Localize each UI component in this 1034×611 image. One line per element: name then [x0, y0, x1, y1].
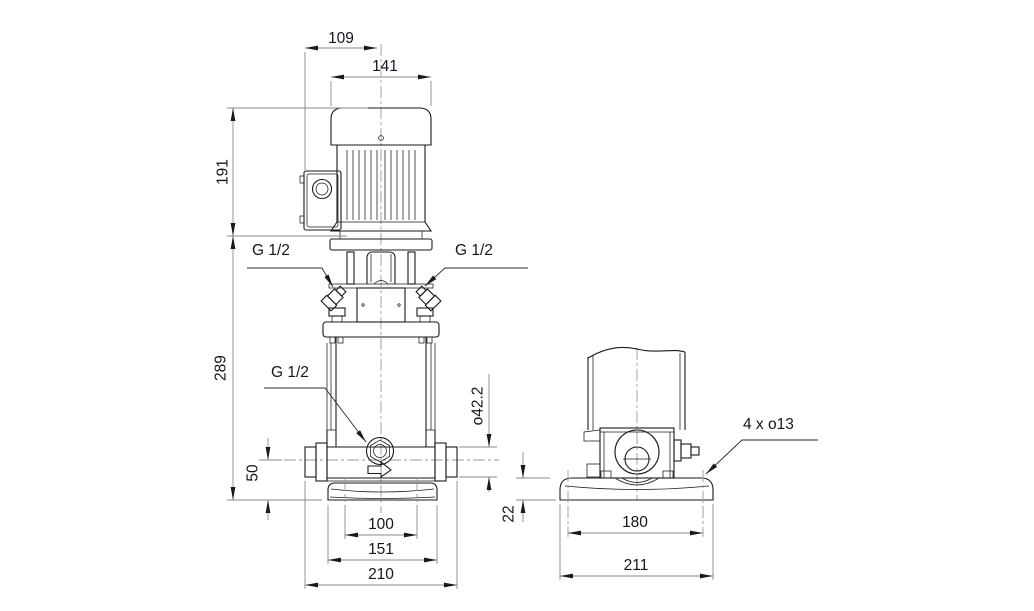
dim-label-o42-2: o42.2: [469, 387, 486, 426]
dimension-port-diameter: o42.2: [459, 374, 497, 492]
dim-label-151: 151: [368, 541, 394, 558]
dimension-base-width-side: 211: [559, 504, 714, 580]
callout-gauge-port-left: G 1/2: [247, 242, 334, 288]
side-view: [559, 346, 714, 506]
dimension-base-bolt-spacing-side: 180: [567, 506, 704, 537]
motor-fin-housing: [329, 145, 433, 232]
callout-gauge-port-right: G 1/2: [424, 242, 528, 287]
dim-label-211: 211: [624, 557, 649, 574]
dim-label-141: 141: [372, 58, 398, 75]
dimension-base-width-front: 151: [327, 505, 438, 564]
dim-label-289: 289: [212, 355, 229, 381]
label-4xo13: 4 x o13: [743, 416, 794, 433]
drain-plug: [365, 436, 395, 466]
cable-gland: [311, 178, 333, 200]
terminal-box: [299, 170, 342, 231]
chamber-stack: [326, 337, 436, 447]
side-baseplate: [559, 470, 714, 506]
dimension-base-bolt-spacing-front: 100: [344, 505, 418, 539]
dimension-motor-height: 191: [214, 107, 368, 237]
dimensions-front: 109 141 191 289 50: [212, 30, 497, 589]
callouts-gauge-ports: G 1/2 G 1/2 G 1/2: [247, 242, 528, 443]
dimensions-side: 22 180 211 4 x o13: [500, 416, 818, 580]
head-flange: [322, 321, 440, 344]
front-view: [284, 44, 499, 513]
dimension-motor-box-offset: 109: [304, 30, 377, 170]
label-g12-left: G 1/2: [252, 242, 290, 259]
side-column: [587, 346, 686, 430]
callout-drain-port: G 1/2: [264, 364, 367, 443]
suction-port: [304, 442, 328, 482]
port-block: [304, 429, 458, 482]
flow-direction-arrow: [367, 460, 392, 479]
discharge-port: [434, 442, 458, 482]
dimension-motor-width: 141: [330, 58, 432, 106]
label-g12-right: G 1/2: [455, 242, 493, 259]
callout-mounting-holes: 4 x o13: [705, 416, 818, 475]
motor-flange: [329, 231, 433, 251]
dimension-port-to-port: 210: [304, 481, 458, 589]
dim-label-22: 22: [500, 505, 517, 522]
dimension-base-height: 22: [500, 452, 556, 523]
dim-label-191: 191: [214, 159, 231, 185]
front-baseplate: [327, 479, 438, 502]
side-port-block: [583, 427, 700, 486]
dim-label-109: 109: [328, 30, 354, 47]
port-face-circle: [614, 429, 660, 475]
dim-label-100: 100: [368, 516, 394, 533]
dim-label-50: 50: [244, 464, 261, 482]
label-g12-drain: G 1/2: [271, 364, 309, 381]
dimension-port-centerline-height: 50: [244, 438, 282, 520]
dimension-pump-height: 289: [212, 236, 322, 501]
motor-top-cap: [330, 107, 432, 146]
dim-label-210: 210: [368, 566, 394, 583]
side-drain-plug: [673, 439, 700, 462]
dim-label-180: 180: [622, 514, 648, 531]
